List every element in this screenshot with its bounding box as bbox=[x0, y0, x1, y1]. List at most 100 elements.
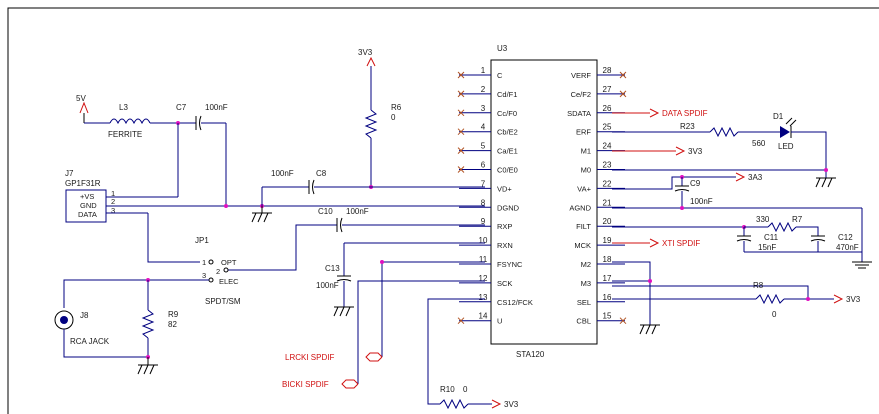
resistor-r23 bbox=[709, 126, 739, 138]
u3-pin-name: U bbox=[497, 317, 502, 326]
resistor-r8 bbox=[755, 293, 785, 305]
c13-plate-b bbox=[336, 279, 352, 282]
u3-pin-number: 28 bbox=[603, 66, 612, 75]
u3-pin-number: 4 bbox=[481, 123, 486, 132]
r8-ref: R8 bbox=[753, 281, 764, 290]
u3-pin-name: SEL bbox=[577, 298, 591, 307]
u3-pin-number: 15 bbox=[603, 312, 612, 321]
u3-pin-name: DGND bbox=[497, 203, 520, 212]
u3-pin-number: 16 bbox=[603, 293, 612, 302]
junction-m3 bbox=[648, 279, 652, 283]
u3-pin-number: 24 bbox=[603, 142, 612, 151]
u3-pin-number: 17 bbox=[603, 274, 612, 283]
no-connect-mark bbox=[457, 109, 465, 117]
d1-part: LED bbox=[778, 142, 794, 151]
xti-spdif-label: XTI SPDIF bbox=[662, 239, 700, 248]
inductor-l3 bbox=[109, 118, 151, 125]
u3-pin-number: 10 bbox=[479, 236, 488, 245]
u3-pin-number: 14 bbox=[479, 312, 488, 321]
no-connect-mark bbox=[457, 166, 465, 173]
u3-pin-number: 26 bbox=[603, 104, 612, 113]
c11-plate-b bbox=[736, 239, 752, 242]
ground-symbol-agnd bbox=[852, 261, 872, 269]
jp1-contact-1 bbox=[208, 259, 214, 265]
u3-pin-number: 12 bbox=[479, 274, 488, 283]
c7-value: 100nF bbox=[205, 103, 228, 112]
u3-pin-name: SDATA bbox=[567, 109, 591, 118]
u3-left-pins: 1C2Cd/F13Cc/F04Cb/E25Ca/E16C0/E07VD+8DGN… bbox=[457, 66, 533, 326]
u3-pin-name: VD+ bbox=[497, 184, 512, 193]
r6-3v3-label: 3V3 bbox=[358, 48, 373, 57]
u3-pin-name: Cd/F1 bbox=[497, 90, 517, 99]
jp1-elec: ELEC bbox=[219, 277, 239, 286]
u3-pin-name: M2 bbox=[581, 260, 591, 269]
u3-pin-number: 19 bbox=[603, 236, 612, 245]
wire-rca-gnd bbox=[63, 329, 148, 358]
lrck-net-arrow bbox=[365, 352, 383, 362]
junction-dgnd-c7 bbox=[224, 204, 228, 208]
r10-3v3-arrow bbox=[491, 399, 502, 409]
wire-jp1-c10 bbox=[228, 224, 337, 271]
u3-pin-number: 13 bbox=[479, 293, 488, 302]
u3-pin-number: 1 bbox=[481, 66, 486, 75]
jp1-pin2: 2 bbox=[216, 267, 220, 276]
u3-pin-name: C bbox=[497, 71, 503, 80]
rca-jack-center bbox=[60, 316, 68, 324]
u3-pin-name: Cc/F0 bbox=[497, 109, 517, 118]
power-arrow-5v bbox=[79, 101, 89, 114]
r10-ref: R10 bbox=[440, 385, 455, 394]
no-connect-mark bbox=[457, 317, 465, 325]
u3-pin-name: CBL bbox=[576, 317, 591, 326]
c11-ref: C11 bbox=[764, 233, 779, 242]
ground-symbol-dgnd bbox=[251, 206, 272, 223]
u3-pin-name: VERF bbox=[571, 71, 591, 80]
u3-pin-number: 9 bbox=[481, 217, 486, 226]
u3-pin-2: 2Cd/F1 bbox=[457, 85, 517, 99]
j7-part: GP1F31R bbox=[65, 179, 101, 188]
junction-agnd bbox=[680, 206, 684, 210]
no-connect-mark bbox=[619, 317, 627, 325]
ground-symbol-rca bbox=[137, 357, 158, 375]
r10-3v3-label: 3V3 bbox=[504, 400, 519, 409]
d1-ref: D1 bbox=[773, 112, 784, 121]
power-arrow-r6 bbox=[366, 56, 376, 67]
bick-net-label: BICKI SPDIF bbox=[282, 380, 329, 389]
ground-symbol-m2 bbox=[639, 324, 660, 335]
u3-pin-name: CS12/FCK bbox=[497, 298, 533, 307]
jp1-pin1: 1 bbox=[202, 258, 206, 267]
u3-pin-name: FILT bbox=[576, 222, 591, 231]
r9-value: 82 bbox=[168, 320, 177, 329]
r23-ref: R23 bbox=[680, 122, 695, 131]
junction-m0 bbox=[824, 168, 828, 172]
l3-value: FERRITE bbox=[108, 130, 142, 139]
u3-pin-name: Ce/F2 bbox=[571, 90, 591, 99]
u3-pin-number: 21 bbox=[603, 198, 612, 207]
no-connect-mark bbox=[457, 128, 465, 136]
c10-plate-b bbox=[340, 217, 343, 233]
c9-ref: C9 bbox=[690, 179, 701, 188]
wire-va bbox=[612, 176, 736, 190]
r9-ref: R9 bbox=[168, 310, 179, 319]
l3-ref: L3 bbox=[119, 103, 128, 112]
c10-ref: C10 bbox=[318, 207, 333, 216]
u3-pin-3: 3Cc/F0 bbox=[457, 104, 517, 118]
c10-value: 100nF bbox=[346, 207, 369, 216]
c7-ref: C7 bbox=[176, 103, 187, 112]
u3-pin-name: C0/E0 bbox=[497, 166, 518, 175]
c13-value: 100nF bbox=[316, 281, 339, 290]
u3-pin-number: 20 bbox=[603, 217, 612, 226]
c8-value: 100nF bbox=[271, 169, 294, 178]
j8-part: RCA JACK bbox=[70, 337, 110, 346]
j7-pin1-num: 1 bbox=[111, 189, 115, 198]
u3-pin-name: FSYNC bbox=[497, 260, 523, 269]
